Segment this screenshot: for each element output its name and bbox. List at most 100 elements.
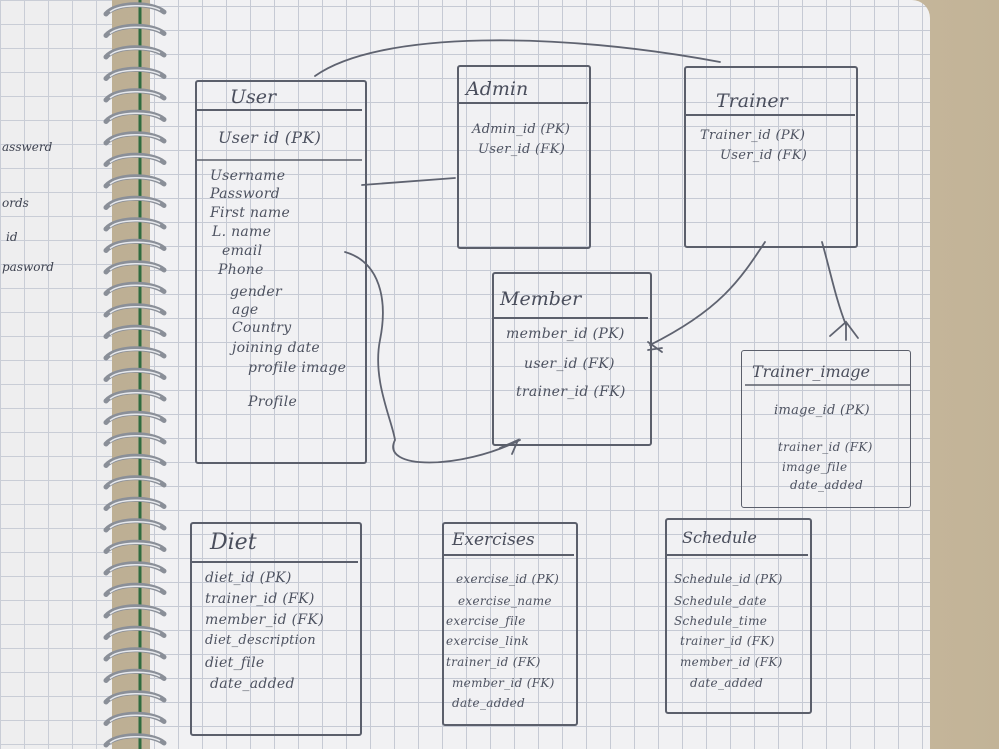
- user-field: User id (PK): [218, 128, 322, 147]
- schedule-field: member_id (FK): [680, 655, 783, 669]
- connector-trainer-member: [649, 241, 766, 346]
- spiral-ring-highlight: [109, 542, 161, 551]
- notebook-page: [150, 0, 930, 749]
- exercises-field: exercise_name: [458, 594, 552, 608]
- left-page-fragment: ords: [2, 196, 29, 210]
- schedule-field: date_added: [690, 676, 764, 690]
- trainer-image-field: trainer_id (FK): [778, 440, 873, 454]
- trainer-field: User_id (FK): [720, 148, 808, 163]
- spiral-ring-highlight: [109, 714, 161, 723]
- entity-admin: [457, 65, 591, 249]
- user-field: Profile: [248, 394, 298, 410]
- schedule-field: Schedule_time: [674, 614, 768, 628]
- spiral-ring-highlight: [109, 456, 161, 465]
- entity-diet: [190, 522, 362, 736]
- user-field: joining date: [232, 340, 320, 356]
- spiral-ring-highlight: [109, 263, 161, 271]
- user-field: Country: [232, 320, 292, 336]
- spiral-ring-highlight: [109, 134, 161, 142]
- user-field: Phone: [218, 262, 264, 278]
- user-field: Password: [210, 186, 280, 202]
- crowfoot-trainerimage: [829, 320, 859, 341]
- exercises-field: member_id (FK): [452, 676, 555, 690]
- spiral-ring-highlight: [109, 155, 161, 164]
- left-page-fragment: id: [6, 230, 18, 244]
- spiral-binding: [103, 0, 167, 749]
- diet-field: date_added: [210, 676, 295, 692]
- spiral-ring-highlight: [109, 693, 161, 701]
- entity-trainer: [684, 66, 858, 248]
- entity-trainer-image: [741, 350, 911, 508]
- connector-trainer-trainerimage: [821, 241, 847, 326]
- spiral-ring-highlight: [109, 413, 161, 422]
- diet-field: diet_file: [205, 655, 265, 671]
- schedule-field: trainer_id (FK): [680, 634, 775, 648]
- exercises-field: date_added: [452, 696, 526, 710]
- exercises-field: exercise_file: [446, 614, 526, 628]
- member-field: trainer_id (FK): [516, 384, 626, 400]
- user-field: gender: [230, 284, 283, 300]
- member-title: Member: [500, 288, 582, 310]
- left-page-fragment: pasword: [2, 260, 54, 274]
- spiral-ring-highlight: [109, 564, 161, 572]
- spiral-ring-highlight: [109, 5, 161, 13]
- left-page-fragment: asswerd: [2, 140, 53, 154]
- trainer-image-field: image_id (PK): [774, 403, 870, 418]
- user-field: profile image: [248, 360, 347, 376]
- exercises-field: trainer_id (FK): [446, 655, 541, 669]
- spiral-ring-highlight: [109, 736, 161, 744]
- connector-user-member: [344, 251, 521, 464]
- entity-exercises: [442, 522, 578, 726]
- member-field: member_id (PK): [506, 326, 625, 342]
- trainer-image-field: date_added: [790, 478, 864, 492]
- member-field: user_id (FK): [524, 356, 615, 372]
- connector-user-admin: [361, 177, 456, 186]
- spiral-ring-highlight: [109, 198, 161, 207]
- schedule-field: Schedule_date: [674, 594, 767, 608]
- schedule-title: Schedule: [682, 528, 757, 547]
- diet-field: diet_description: [205, 633, 316, 648]
- diet-field: diet_id (PK): [205, 570, 292, 586]
- spiral-ring-highlight: [109, 26, 161, 35]
- exercises-title: Exercises: [452, 530, 535, 550]
- spiral-ring-highlight: [109, 177, 161, 185]
- trainer-image-field: image_file: [782, 460, 848, 474]
- user-title: User: [230, 86, 277, 108]
- user-field: age: [232, 302, 259, 318]
- user-field: Username: [210, 168, 286, 184]
- exercises-field: exercise_link: [446, 634, 530, 648]
- entity-member: [492, 272, 652, 446]
- spiral-ring-highlight: [109, 306, 161, 314]
- diet-field: member_id (FK): [205, 612, 324, 628]
- spiral-ring-highlight: [109, 628, 161, 637]
- entity-user: [195, 80, 367, 464]
- trainer-image-title: Trainer_image: [752, 362, 870, 381]
- user-field: L. name: [212, 224, 272, 240]
- user-field: email: [222, 243, 263, 259]
- spiral-ring-highlight: [109, 327, 161, 336]
- spiral-ring-highlight: [109, 650, 161, 658]
- spiral-ring-highlight: [109, 435, 161, 443]
- spiral-ring-highlight: [109, 91, 161, 99]
- spiral-ring-highlight: [109, 392, 161, 400]
- trainer-title: Trainer: [716, 90, 788, 112]
- exercises-field: exercise_id (PK): [456, 572, 560, 586]
- spiral-ring-highlight: [109, 499, 161, 508]
- spiral-ring-highlight: [109, 521, 161, 529]
- spiral-ring-highlight: [109, 220, 161, 228]
- user-field: First name: [210, 205, 291, 221]
- spiral-ring-highlight: [109, 48, 161, 56]
- spiral-ring-highlight: [109, 284, 161, 293]
- spiral-ring-highlight: [109, 370, 161, 379]
- connector-user-trainer: [314, 39, 721, 77]
- left-notebook-page: asswerd ords id pasword: [0, 0, 112, 749]
- spiral-ring-highlight: [109, 112, 161, 121]
- entity-schedule: [665, 518, 812, 714]
- admin-field: User_id (FK): [478, 142, 566, 157]
- spiral-ring-highlight: [109, 585, 161, 594]
- spiral-ring-highlight: [109, 607, 161, 615]
- spiral-ring-highlight: [109, 349, 161, 357]
- diet-field: trainer_id (FK): [205, 591, 315, 607]
- trainer-field: Trainer_id (PK): [700, 128, 806, 143]
